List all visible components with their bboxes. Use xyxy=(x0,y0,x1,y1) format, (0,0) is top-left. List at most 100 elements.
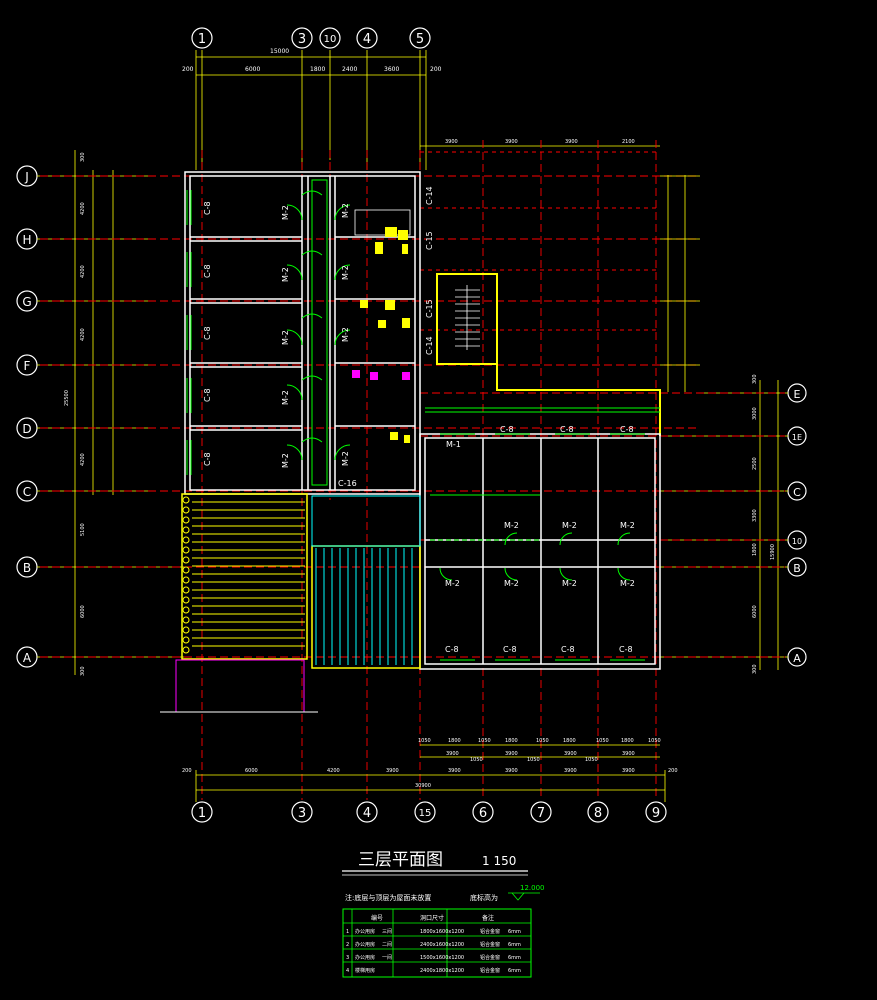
axis-bubble-bottom-4: 4 xyxy=(356,801,378,823)
schedule-r1-c0: 2 xyxy=(346,942,349,948)
axis-bubble-left-H: H xyxy=(16,228,38,250)
door-label-m2-3: M-2 xyxy=(281,330,290,345)
dim-left-total: 25500 xyxy=(64,390,70,406)
window-label-c14-2: C-14 xyxy=(425,336,434,355)
schedule-r2-c5: 6mm xyxy=(508,955,521,961)
dim-left-5: 5100 xyxy=(80,523,86,536)
axis-bubble-bottom-8: 8 xyxy=(587,801,609,823)
dim-bottom-up-7: 1800 xyxy=(621,738,634,744)
axis-label-right-B: B xyxy=(793,562,801,575)
dim-right-total: 15900 xyxy=(770,544,776,560)
dim-bottom-4: 3900 xyxy=(448,768,461,774)
axis-bubble-bottom-1: 1 xyxy=(191,801,213,823)
window-schedule-table: 编号 洞口尺寸 备注 1 办公用房 三间 1800x1600x1200 铝合金窗… xyxy=(342,908,532,978)
axis-label-bottom-3: 3 xyxy=(298,806,306,821)
door-label-m2-7: M-2 xyxy=(341,265,350,280)
right-dimensions xyxy=(660,380,788,670)
axis-label-right-C: C xyxy=(793,486,801,499)
elevation-value: 12.000 xyxy=(520,884,545,892)
dim-right-6: 300 xyxy=(752,664,758,674)
axis-label-left-G: G xyxy=(22,295,31,309)
dim-bottom-1: 6000 xyxy=(245,768,258,774)
schedule-r0-c0: 1 xyxy=(346,929,349,935)
axis-bubble-top-5: 5 xyxy=(409,27,431,49)
axis-bubble-bottom-9: 9 xyxy=(645,801,667,823)
dim-right-1: 3000 xyxy=(752,407,758,420)
schedule-r2-c1: 办公用房 xyxy=(355,954,375,961)
schedule-r3-c1: 楼梯用房 xyxy=(355,967,375,974)
left-dim-texts: 300 4200 4200 4200 25500 4200 5100 6000 … xyxy=(64,152,86,676)
axis-bubble-top-1: 1 xyxy=(191,27,213,49)
right-block-labels: C-8 C-8 C-8 C-8 C-8 C-8 C-8 M-2 M-2 M-2 … xyxy=(338,425,635,654)
right-dim-texts: 300 3000 2500 3300 1800 6000 300 15900 xyxy=(752,374,776,674)
axis-label-left-C: C xyxy=(23,485,31,499)
dim-right-3: 3300 xyxy=(752,509,758,522)
dim-left-4: 4200 xyxy=(80,453,86,466)
dim-bottom-mid-0: 3900 xyxy=(446,751,459,757)
axis-bubble-top-4: 4 xyxy=(356,27,378,49)
dim-bottom-mid-4: 3900 xyxy=(564,751,577,757)
axis-label-left-B: B xyxy=(23,561,31,575)
drawing-title: 三层平面图 xyxy=(358,850,443,870)
door-label-m2-r1: M-2 xyxy=(504,521,519,530)
dim-bottom-8: 200 xyxy=(668,768,678,774)
dim-left-1: 4200 xyxy=(80,202,86,215)
window-label-c15-1: C-15 xyxy=(425,231,434,250)
door-label-m2-r7: M-2 xyxy=(620,579,635,588)
door-label-m2-r4: M-2 xyxy=(445,579,460,588)
dim-right-5: 6000 xyxy=(752,605,758,618)
dim-top-right-1: 3900 xyxy=(505,139,518,145)
schedule-r1-c5: 6mm xyxy=(508,942,521,948)
axis-bubble-bottom-6: 6 xyxy=(472,801,494,823)
dim-bottom-mid-3: 1050 xyxy=(527,757,540,763)
axis-bubble-left-G: G xyxy=(16,290,38,312)
left-axis-bubbles: J H G F D C B A xyxy=(16,165,38,668)
schedule-r1-c2: 二间 xyxy=(382,941,392,948)
axis-label-left-D: D xyxy=(22,422,31,436)
dim-top-seg-1: 6000 xyxy=(245,66,260,73)
window-label-c8-2: C-8 xyxy=(203,264,212,278)
schedule-r2-c0: 3 xyxy=(346,955,349,961)
walls-right-block xyxy=(419,433,661,670)
dim-left-6: 6000 xyxy=(80,605,86,618)
upper-right-dim-strip xyxy=(660,175,700,392)
door-label-m2-9: M-2 xyxy=(341,451,350,466)
window-label-c16: C-16 xyxy=(338,479,357,488)
window-label-c8-1: C-8 xyxy=(203,201,212,215)
door-label-m2-6: M-2 xyxy=(341,203,350,218)
schedule-r0-c2: 三间 xyxy=(382,928,392,935)
window-label-c8-5: C-8 xyxy=(203,452,212,466)
dim-top-right-2: 3900 xyxy=(565,139,578,145)
door-label-m2-r6: M-2 xyxy=(562,579,577,588)
dim-bottom-up-5: 1800 xyxy=(563,738,576,744)
axis-label-top-3: 3 xyxy=(298,32,306,47)
axis-bubble-top-3: 3 xyxy=(291,27,313,49)
schedule-r1-c1: 办公用房 xyxy=(355,941,375,948)
dim-right-2: 2500 xyxy=(752,457,758,470)
axis-bubble-left-D: D xyxy=(16,417,38,439)
left-dimensions xyxy=(37,150,190,675)
schedule-r0-c4: 铝合金窗 xyxy=(480,928,500,935)
window-label-c14-1: C-14 xyxy=(425,186,434,205)
dim-top-seg-0: 200 xyxy=(182,66,194,73)
axis-label-top-5: 5 xyxy=(416,32,424,47)
door-label-m2-8: M-2 xyxy=(341,327,350,342)
dim-bottom-5: 3900 xyxy=(505,768,518,774)
dim-top-seg-5: 200 xyxy=(430,66,442,73)
dim-bottom-up-1: 1800 xyxy=(448,738,461,744)
dim-bottom-up-3: 1800 xyxy=(505,738,518,744)
axis-label-bottom-9: 9 xyxy=(652,806,660,821)
door-label-m2-4: M-2 xyxy=(281,390,290,405)
right-axis-bubbles: E 1E C 10 B A xyxy=(787,383,807,667)
axis-bubble-bottom-3: 3 xyxy=(291,801,313,823)
axis-bubble-right-C: C xyxy=(787,481,807,501)
dim-bottom-mid-6: 3900 xyxy=(622,751,635,757)
schedule-r0-c5: 6mm xyxy=(508,929,521,935)
left-exterior-windows xyxy=(186,190,192,475)
dim-top-seg-2: 1800 xyxy=(310,66,325,73)
schedule-r1-c4: 铝合金窗 xyxy=(480,941,500,948)
south-wing xyxy=(160,493,421,713)
dim-right-4: 1800 xyxy=(752,543,758,556)
dim-bottom-mid-1: 1050 xyxy=(470,757,483,763)
door-label-m2-5: M-2 xyxy=(281,453,290,468)
